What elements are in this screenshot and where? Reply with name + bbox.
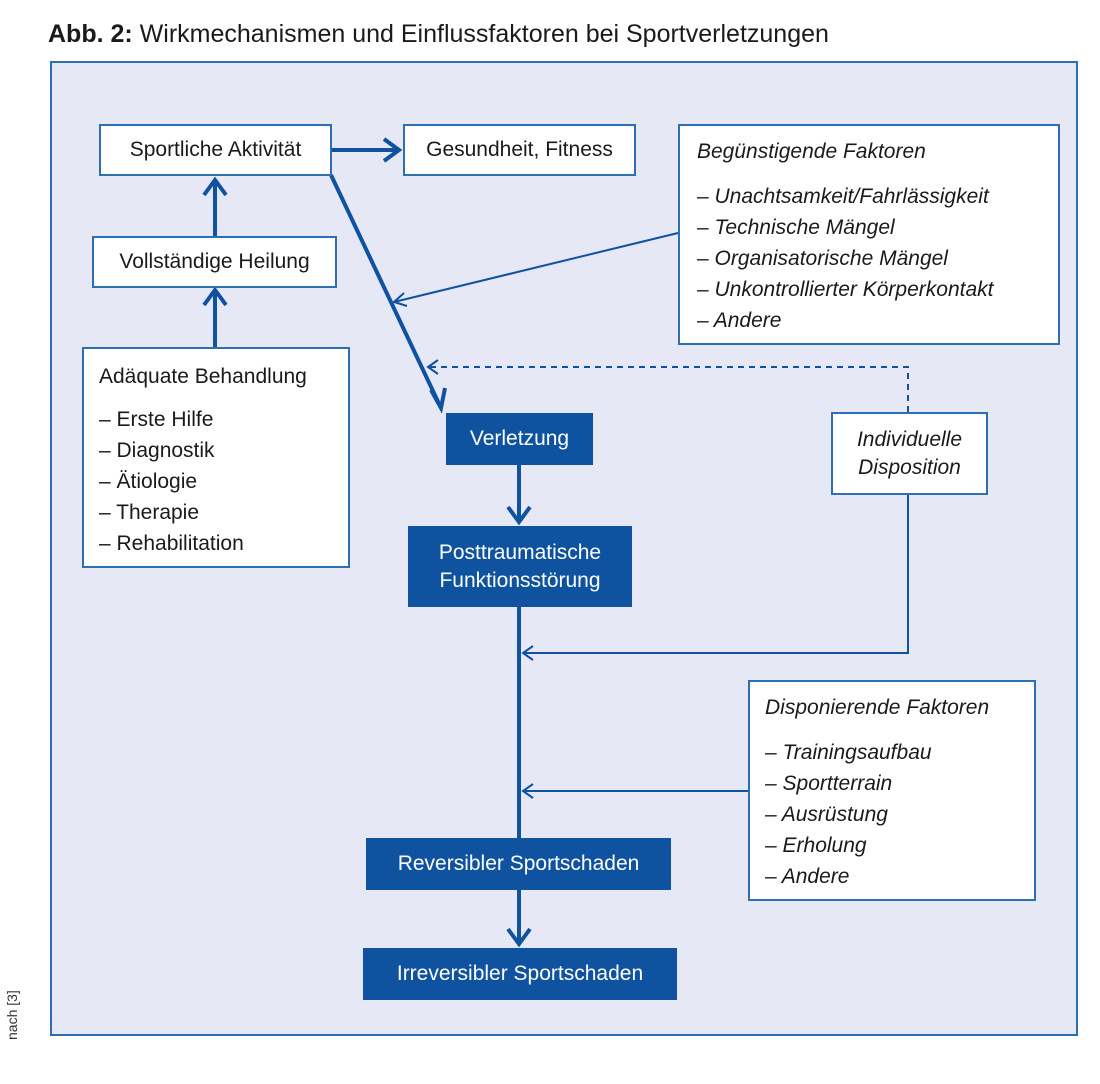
list-item: – Technische Mängel <box>697 216 895 239</box>
node-label: Irreversibler Sportschaden <box>396 962 644 985</box>
node-label-line2: Disposition <box>858 455 961 479</box>
node-posttraumatische-funktionsstoerung: Posttraumatische Funktionsstörung <box>408 526 632 607</box>
list-item: – Sportterrain <box>765 772 893 795</box>
list-item: – Diagnostik <box>99 439 215 462</box>
arrowhead-favoring-factors <box>392 292 408 307</box>
node-reversibler-sportschaden: Reversibler Sportschaden <box>366 838 671 890</box>
favoring-factors-list: – Unachtsamkeit/Fahrlässigkeit – Technis… <box>697 181 1058 336</box>
dashed-disposition-link <box>428 366 909 412</box>
node-label: Vollständige Heilung <box>119 250 310 273</box>
figure-caption: Wirkmechanismen und Einflussfaktoren bei… <box>139 20 829 48</box>
arrow-favoring-factors <box>393 232 679 303</box>
node-sportliche-aktivitaet: Sportliche Aktivität <box>99 124 332 176</box>
node-label-line1: Individuelle <box>856 427 963 451</box>
node-label-line2: Funktionsstörung <box>439 568 601 592</box>
list-item: – Unachtsamkeit/Fahrlässigkeit <box>697 185 989 208</box>
figure-title: Abb. 2: Wirkmechanismen und Einflussfakt… <box>48 20 829 49</box>
node-heading: Adäquate Behandlung <box>99 365 307 388</box>
arrowhead-activity-to-health <box>382 137 403 163</box>
list-item: – Organisatorische Mängel <box>697 247 948 270</box>
node-vollstaendige-heilung: Vollständige Heilung <box>92 236 337 288</box>
arrowhead-injury-to-dysfunction <box>506 505 532 526</box>
list-item: – Ausrüstung <box>765 803 888 826</box>
node-verletzung: Verletzung <box>446 413 593 465</box>
list-item: – Trainingsaufbau <box>765 741 932 764</box>
list-item: – Andere <box>697 309 782 332</box>
node-heading: Disponierende Faktoren <box>765 696 990 719</box>
arrowhead-healing-to-activity <box>202 176 228 197</box>
list-item: – Erste Hilfe <box>99 408 214 431</box>
node-gesundheit-fitness: Gesundheit, Fitness <box>403 124 636 176</box>
node-label: Gesundheit, Fitness <box>426 138 613 161</box>
list-item: – Ätiologie <box>99 470 198 493</box>
arrowhead-dispositive-to-main <box>521 783 534 799</box>
node-label: Sportliche Aktivität <box>129 138 302 161</box>
node-beguenstigende-faktoren: Begünstigende Faktoren – Unachtsamkeit/F… <box>678 124 1060 345</box>
list-item: – Unkontrollierter Körperkontakt <box>697 278 994 301</box>
node-disponierende-faktoren: Disponierende Faktoren – Trainingsaufbau… <box>748 680 1036 901</box>
arrowhead-disposition-to-main <box>521 645 534 661</box>
arrow-activity-to-injury <box>329 174 443 409</box>
list-item: – Therapie <box>99 501 200 524</box>
treatment-list: – Erste Hilfe – Diagnostik – Ätiologie –… <box>99 404 348 559</box>
figure-label: Abb. 2: <box>48 20 133 48</box>
node-label-line1: Posttraumatische <box>438 540 602 564</box>
node-individuelle-disposition: Individuelle Disposition <box>831 412 988 495</box>
arrowhead-reversible-to-irreversible <box>506 927 532 948</box>
arrowhead-activity-to-injury <box>429 387 447 414</box>
node-irreversibler-sportschaden: Irreversibler Sportschaden <box>363 948 677 1000</box>
node-label: Verletzung <box>469 427 570 450</box>
arrowhead-treatment-to-healing <box>202 286 228 307</box>
arrowhead-disposition-dashed <box>426 359 439 375</box>
node-heading: Begünstigende Faktoren <box>697 140 926 163</box>
dispositive-factors-list: – Trainingsaufbau – Sportterrain – Ausrü… <box>765 737 1034 892</box>
source-note: nach [3] <box>4 990 20 1040</box>
node-label: Reversibler Sportschaden <box>397 852 640 875</box>
list-item: – Andere <box>765 865 850 888</box>
list-item: – Rehabilitation <box>99 532 244 555</box>
list-item: – Erholung <box>765 834 867 857</box>
node-adaequate-behandlung: Adäquate Behandlung – Erste Hilfe – Diag… <box>82 347 350 568</box>
connector-disposition-to-main <box>523 495 909 654</box>
